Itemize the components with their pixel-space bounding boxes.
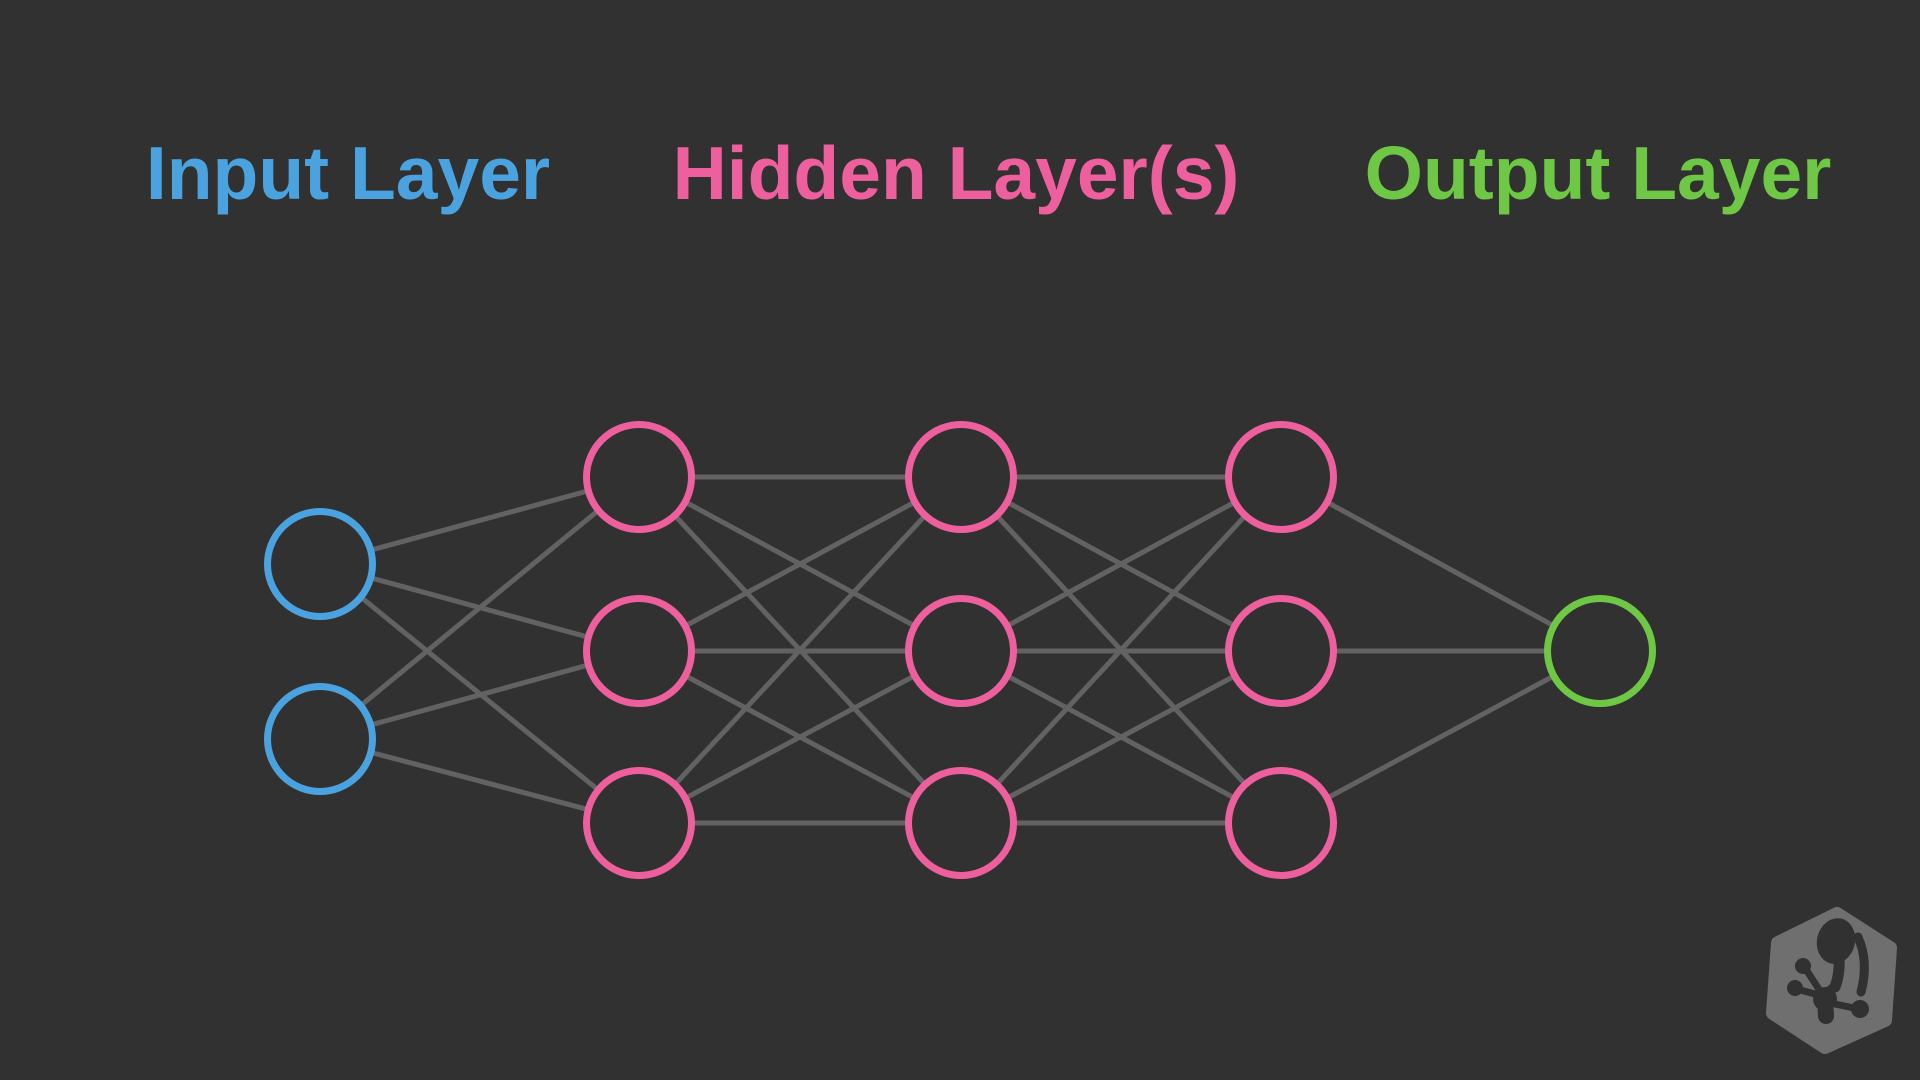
edge [959, 475, 1283, 825]
input-layer-label: Input Layer [145, 131, 551, 215]
node-hidden-2 [905, 595, 1017, 707]
footprint-top-pad [1816, 918, 1856, 964]
frog-footprint-icon [1787, 918, 1869, 1024]
edge [959, 648, 1283, 826]
footprint-toe-up [1824, 980, 1841, 996]
footprint-heel [1817, 991, 1834, 1024]
output-layer-label: Output Layer [1364, 131, 1832, 215]
edge [959, 474, 1283, 654]
edge [637, 474, 963, 654]
footprint-toe-right-pad [1851, 1000, 1869, 1018]
hidden-layer-label: Hidden Layer(s) [672, 131, 1240, 215]
node-hidden-3 [1225, 767, 1337, 879]
node-hidden-2 [905, 767, 1017, 879]
edge [1279, 474, 1602, 654]
edge [1279, 648, 1602, 826]
footprint-toe-upleft [1803, 967, 1826, 998]
node-hidden-2 [905, 421, 1017, 533]
footprint-toe-upleft-pad [1795, 958, 1811, 974]
node-hidden-3 [1225, 595, 1337, 707]
edge [318, 475, 641, 741]
node-output [1544, 595, 1656, 707]
footprint-right-channel [1853, 932, 1869, 997]
edge [637, 648, 963, 826]
node-hidden-1 [583, 767, 695, 879]
node-hidden-3 [1225, 421, 1337, 533]
edge [637, 475, 963, 825]
footprint-toe-right [1826, 999, 1858, 1012]
node-hidden-1 [583, 595, 695, 707]
node-input [264, 683, 376, 795]
footprint-toe-left-pad [1787, 980, 1803, 996]
node-circles [264, 421, 1656, 879]
node-hidden-1 [583, 421, 695, 533]
brand-logo [1766, 907, 1897, 1054]
node-input [264, 508, 376, 620]
